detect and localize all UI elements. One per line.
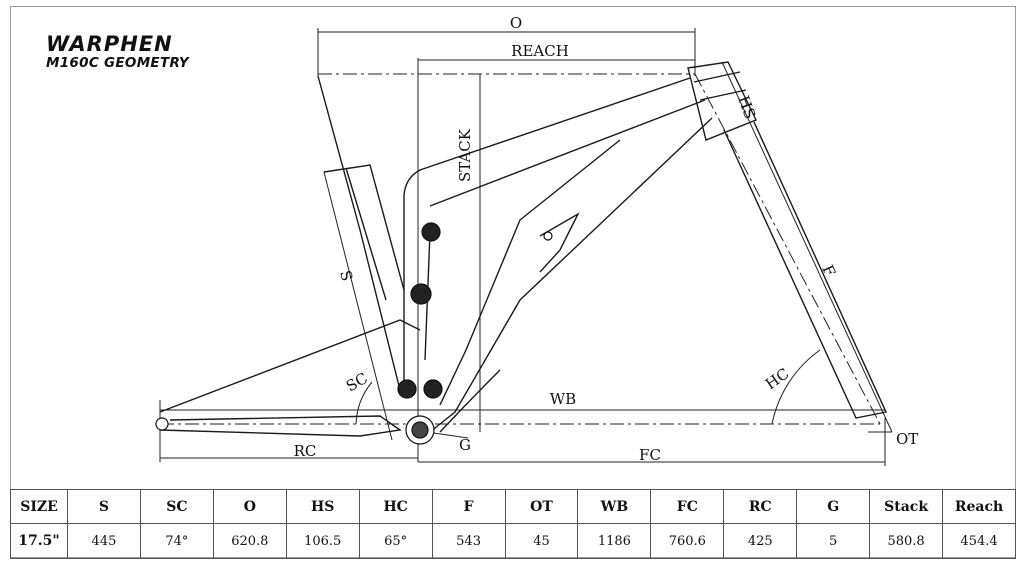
bike-frame <box>159 61 888 437</box>
head-tube-band-mid <box>699 89 747 101</box>
cable-port <box>543 231 553 241</box>
table-header-cell: HC <box>358 489 433 524</box>
seat-tube-upper <box>323 164 405 291</box>
chain-guide <box>439 369 501 433</box>
table-header-cell: SIZE <box>10 489 68 524</box>
seat-tube-inner <box>345 167 387 301</box>
table-header-cell: SC <box>139 489 214 524</box>
dimension-lines <box>159 28 893 466</box>
lower-pivot-right <box>423 379 443 399</box>
lower-pivot-left <box>397 379 417 399</box>
upper-pivot <box>421 222 441 242</box>
chain-stay <box>159 415 402 437</box>
table-cell: 5 <box>796 523 871 559</box>
seat-stay <box>159 319 421 413</box>
label-rc: RC <box>294 442 317 460</box>
label-s: S <box>336 268 356 283</box>
dim-hc-arc <box>771 349 821 425</box>
table-header-cell: OT <box>504 489 579 524</box>
fork-leg <box>723 121 888 419</box>
top-tube <box>403 77 691 390</box>
pivot-points <box>155 222 553 445</box>
table-cell: 425 <box>723 523 798 559</box>
table-header-row: SIZE S SC O HS HC F OT WB FC RC G Stack … <box>10 489 1016 524</box>
head-tube <box>687 61 757 141</box>
table-header-cell: FC <box>650 489 725 524</box>
cable-guide <box>539 212 580 273</box>
table-header-cell: G <box>796 489 871 524</box>
shock-pivot <box>410 283 432 305</box>
table-header-cell: RC <box>723 489 798 524</box>
table-cell: 74° <box>139 523 214 559</box>
model-title: M160C GEOMETRY <box>46 55 189 71</box>
geometry-table: SIZE S SC O HS HC F OT WB FC RC G Stack … <box>10 489 1016 559</box>
dim-s-line <box>323 171 393 441</box>
table-cell: 445 <box>67 523 141 559</box>
table-header-cell: F <box>431 489 506 524</box>
table-cell: 580.8 <box>869 523 944 559</box>
dim-f-line <box>721 61 893 433</box>
table-header-cell: O <box>212 489 287 524</box>
dimension-label-group: O REACH STACK HS F S SC HC WB OT RC FC G <box>294 14 919 464</box>
table-cell: 454.4 <box>942 523 1016 559</box>
steering-axis-line <box>694 73 881 425</box>
head-tube-band-top <box>693 71 741 83</box>
table-cell: 620.8 <box>212 523 287 559</box>
table-header-cell: HS <box>285 489 360 524</box>
table-cell: 760.6 <box>650 523 725 559</box>
table-header-cell: WB <box>577 489 652 524</box>
table-header-cell: Stack <box>869 489 944 524</box>
rear-axle <box>155 417 169 431</box>
label-reach: REACH <box>511 42 569 60</box>
table-cell: 106.5 <box>285 523 360 559</box>
label-hc: HC <box>762 364 792 393</box>
label-hs: HS <box>734 93 759 121</box>
down-tube-lower <box>439 139 621 406</box>
table-cell: 543 <box>431 523 506 559</box>
label-stack: STACK <box>456 128 474 182</box>
label-o: O <box>510 14 522 32</box>
table-cell: 65° <box>358 523 433 559</box>
frame-geometry-drawing: O REACH STACK HS F S SC HC WB OT RC FC G <box>155 14 919 466</box>
label-sc: SC <box>343 369 371 395</box>
table-row: 17.5" 445 74° 620.8 106.5 65° 543 45 118… <box>10 523 1016 559</box>
seat-tube <box>317 75 401 391</box>
brand-block: WARPHEN M160C GEOMETRY <box>46 34 189 71</box>
table-header-cell: S <box>67 489 141 524</box>
table-cell-size: 17.5" <box>10 523 68 559</box>
label-g: G <box>459 436 471 454</box>
brand-name: WARPHEN <box>46 32 173 56</box>
down-tube-upper <box>429 117 713 433</box>
bottom-bracket-core <box>411 421 429 439</box>
label-f: F <box>818 262 839 279</box>
label-wb: WB <box>550 390 576 408</box>
dim-sc-arc <box>355 381 373 425</box>
top-tube-lower-edge <box>429 99 706 207</box>
table-cell: 1186 <box>577 523 652 559</box>
table-cell: 45 <box>504 523 579 559</box>
label-fc: FC <box>639 446 661 464</box>
label-ot: OT <box>896 430 918 448</box>
table-header-cell: Reach <box>942 489 1016 524</box>
